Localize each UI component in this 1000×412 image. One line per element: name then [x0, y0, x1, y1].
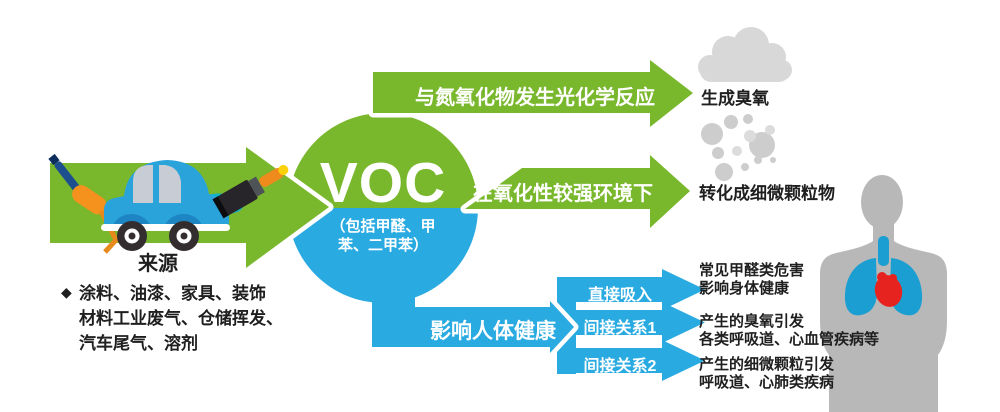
- indirect-2-arrow: [573, 340, 705, 381]
- branch-indirect-1-label: 间接关系1: [583, 320, 657, 337]
- wheel-right-icon: [169, 221, 199, 251]
- particles-icon: [701, 114, 776, 181]
- particulate-result-label: 转化成细微颗粒物: [699, 184, 835, 203]
- oxidation-arrow: [460, 150, 695, 233]
- heart-icon: [874, 272, 903, 307]
- voc-circle-top: [288, 113, 478, 208]
- health-branch-arrows: [573, 269, 705, 381]
- source-description: 涂料、油漆、家具、装饰 材料工业废气、仓储挥发、 汽车尾气、溶剂: [79, 284, 283, 353]
- ozone-result-label: 生成臭氧: [701, 89, 769, 108]
- wheel-left-icon: [117, 221, 147, 251]
- branch-direct-inhale-label: 直接吸入: [587, 287, 652, 304]
- branch-indirect-2-label: 间接关系2: [583, 358, 657, 375]
- health-arrow-label: 影响人体健康: [430, 320, 556, 343]
- diamond-bullet-icon: ◆: [61, 284, 72, 300]
- direct-inhale-arrow: [573, 269, 705, 310]
- photochemical-arrow-label: 与氮氧化物发生光化学反应: [415, 87, 655, 109]
- effect-direct-inhale: 常见甲醛类危害 影响身体健康: [699, 262, 805, 297]
- indirect-1-arrow: [573, 302, 705, 343]
- effect-indirect-1: 产生的臭氧引发 各类呼吸道、心血管疾病等: [699, 313, 880, 348]
- person-silhouette: [820, 175, 947, 412]
- pen-icon: [48, 153, 82, 194]
- photochemical-arrow: [368, 55, 698, 132]
- paint-brush-icon: [212, 165, 289, 219]
- effect-indirect-2: 产生的细微颗粒引发 呼吸道、心肺类疾病: [699, 356, 835, 391]
- car-window-right: [159, 165, 181, 203]
- cloud-icon: [698, 27, 792, 82]
- car-icon: [48, 153, 289, 254]
- source-label: 来源: [138, 253, 178, 275]
- voc-title: VOC: [319, 151, 447, 215]
- voc-subtitle: （包括甲醛、甲 苯、二甲苯）: [330, 218, 436, 254]
- car-window-left: [133, 165, 153, 203]
- voc-circle-bottom: [288, 208, 478, 303]
- oxidation-arrow-label: 在氧化性较强环境下: [473, 183, 653, 205]
